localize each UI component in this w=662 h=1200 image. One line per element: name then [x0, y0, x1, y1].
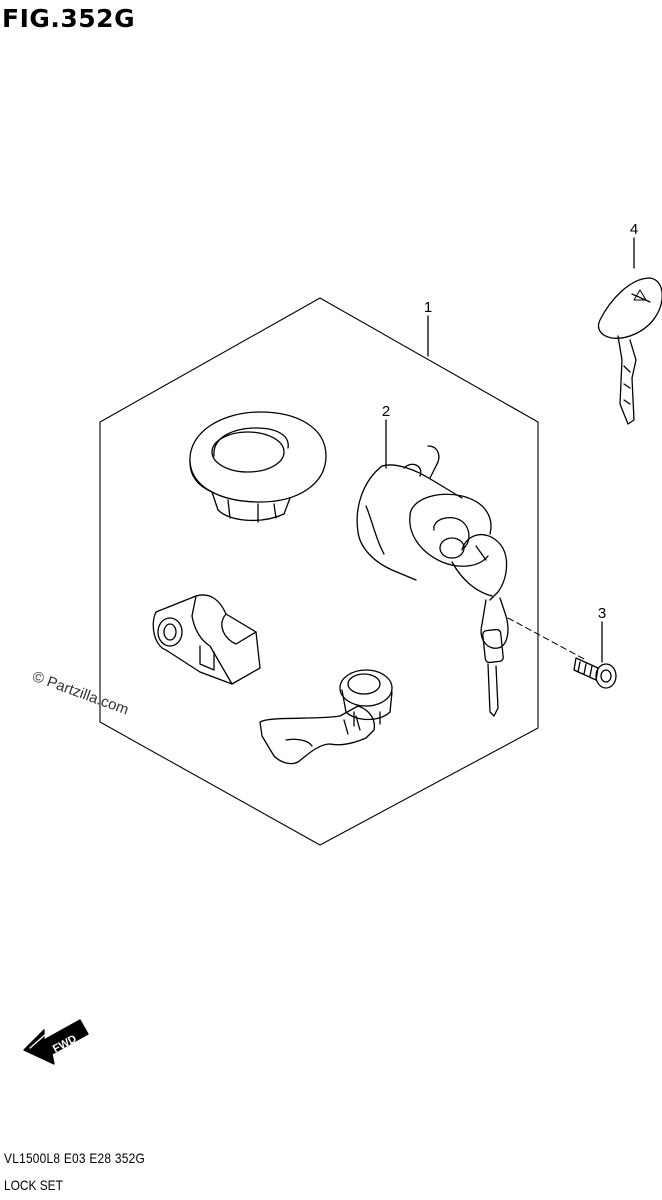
- callout-1: 1: [424, 299, 432, 316]
- steering-lock-assembly: [356, 445, 509, 717]
- footer-code: VL1500L8 E03 E28 352G: [4, 1150, 146, 1166]
- screw-guide-line: [507, 617, 587, 661]
- screw-part: [573, 657, 617, 689]
- callout-3: 3: [598, 605, 606, 622]
- fuel-cap-lock: [189, 411, 327, 523]
- callout-2: 2: [382, 403, 390, 420]
- callout-4: 4: [630, 221, 638, 238]
- helmet-lock: [259, 669, 393, 765]
- seat-lock: [152, 594, 261, 685]
- footer-name: LOCK SET: [4, 1177, 63, 1193]
- kit-outline: [99, 297, 539, 846]
- fwd-arrow: FWD: [23, 1019, 89, 1065]
- key-blank: [597, 277, 662, 425]
- figure-title: FIG.352G: [2, 4, 136, 33]
